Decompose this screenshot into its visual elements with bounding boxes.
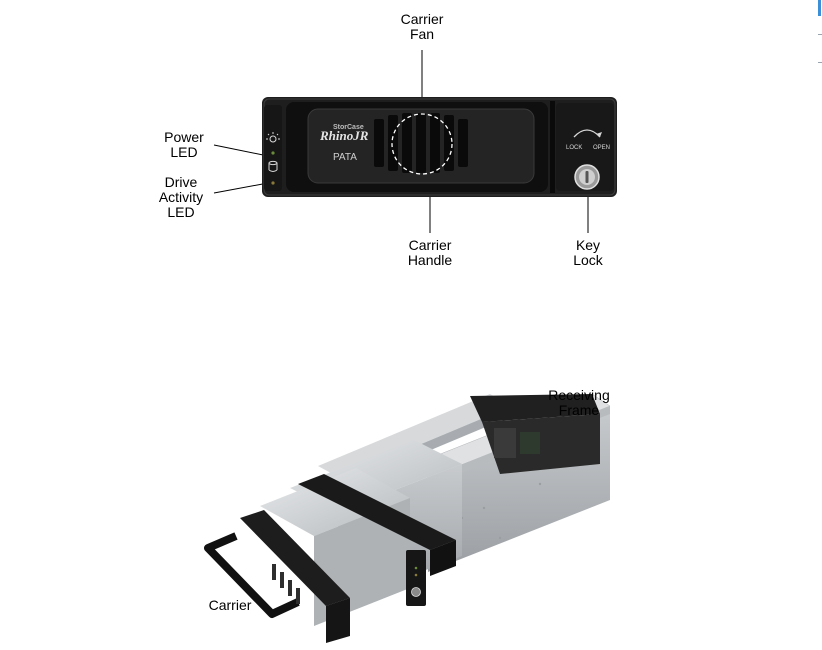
carrier-fan-label: Carrier Fan [392,12,452,42]
window-edge-accent [818,0,821,16]
carrier-key-lock [411,587,421,597]
drive-activity-led-label-line2: Activity [158,189,204,205]
receiving-frame-label: Receiving Frame [538,388,620,418]
fan-grille-icon [374,113,468,173]
power-icon [266,132,280,143]
lock-section [556,103,614,191]
carrier-label-text: Carrier [208,597,252,613]
key-lock-label-line2: Lock [573,252,603,268]
led-strip [264,105,282,191]
brand-small: StorCase [333,124,364,131]
window-edge-tick-2 [818,62,822,63]
key-lock-label: Key Lock [558,238,618,268]
drive-activity-led-label: Drive Activity LED [146,175,216,220]
carrier-handle [204,532,300,618]
power-led [271,151,275,155]
carrier-handle-label-line2: Handle [407,252,453,268]
open-text: OPEN [593,145,610,151]
drive-activity-led-label-line3: LED [167,204,195,220]
lock-text: LOCK [566,145,582,151]
carrier-label: Carrier [200,598,260,613]
drive-icon [268,160,278,172]
receiving-frame-label-line2: Frame [558,402,600,418]
carrier-fan-marker [391,113,453,175]
carrier-fan-label-line1: Carrier [400,11,444,27]
model-text: PATA [333,152,357,163]
drive-activity-led-leader [213,182,269,194]
drive-activity-led-label-line1: Drive [164,174,198,190]
brand-logo: RhinoJR [319,128,369,143]
carrier-front [240,510,426,643]
window-edge-tick [818,34,822,35]
power-led-leader [213,144,269,157]
power-led-label-line2: LED [170,144,198,160]
power-led-label-line1: Power [164,129,204,145]
carrier-fan-label-line2: Fan [409,26,435,42]
key-lock-label-line1: Key [575,237,601,253]
carrier-handle-label: Carrier Handle [396,238,464,268]
drive-activity-led [271,181,275,185]
carrier-handle-label-line1: Carrier [408,237,452,253]
carrier-grille [272,564,300,604]
front-panel-image: StorCase RhinoJR PATA LOCK OPEN [262,97,617,197]
power-led-label: Power LED [150,130,218,160]
receiving-frame-label-line1: Receiving [548,387,610,403]
key-cylinder-icon [574,164,600,190]
carrier-assembly-image [200,388,620,643]
